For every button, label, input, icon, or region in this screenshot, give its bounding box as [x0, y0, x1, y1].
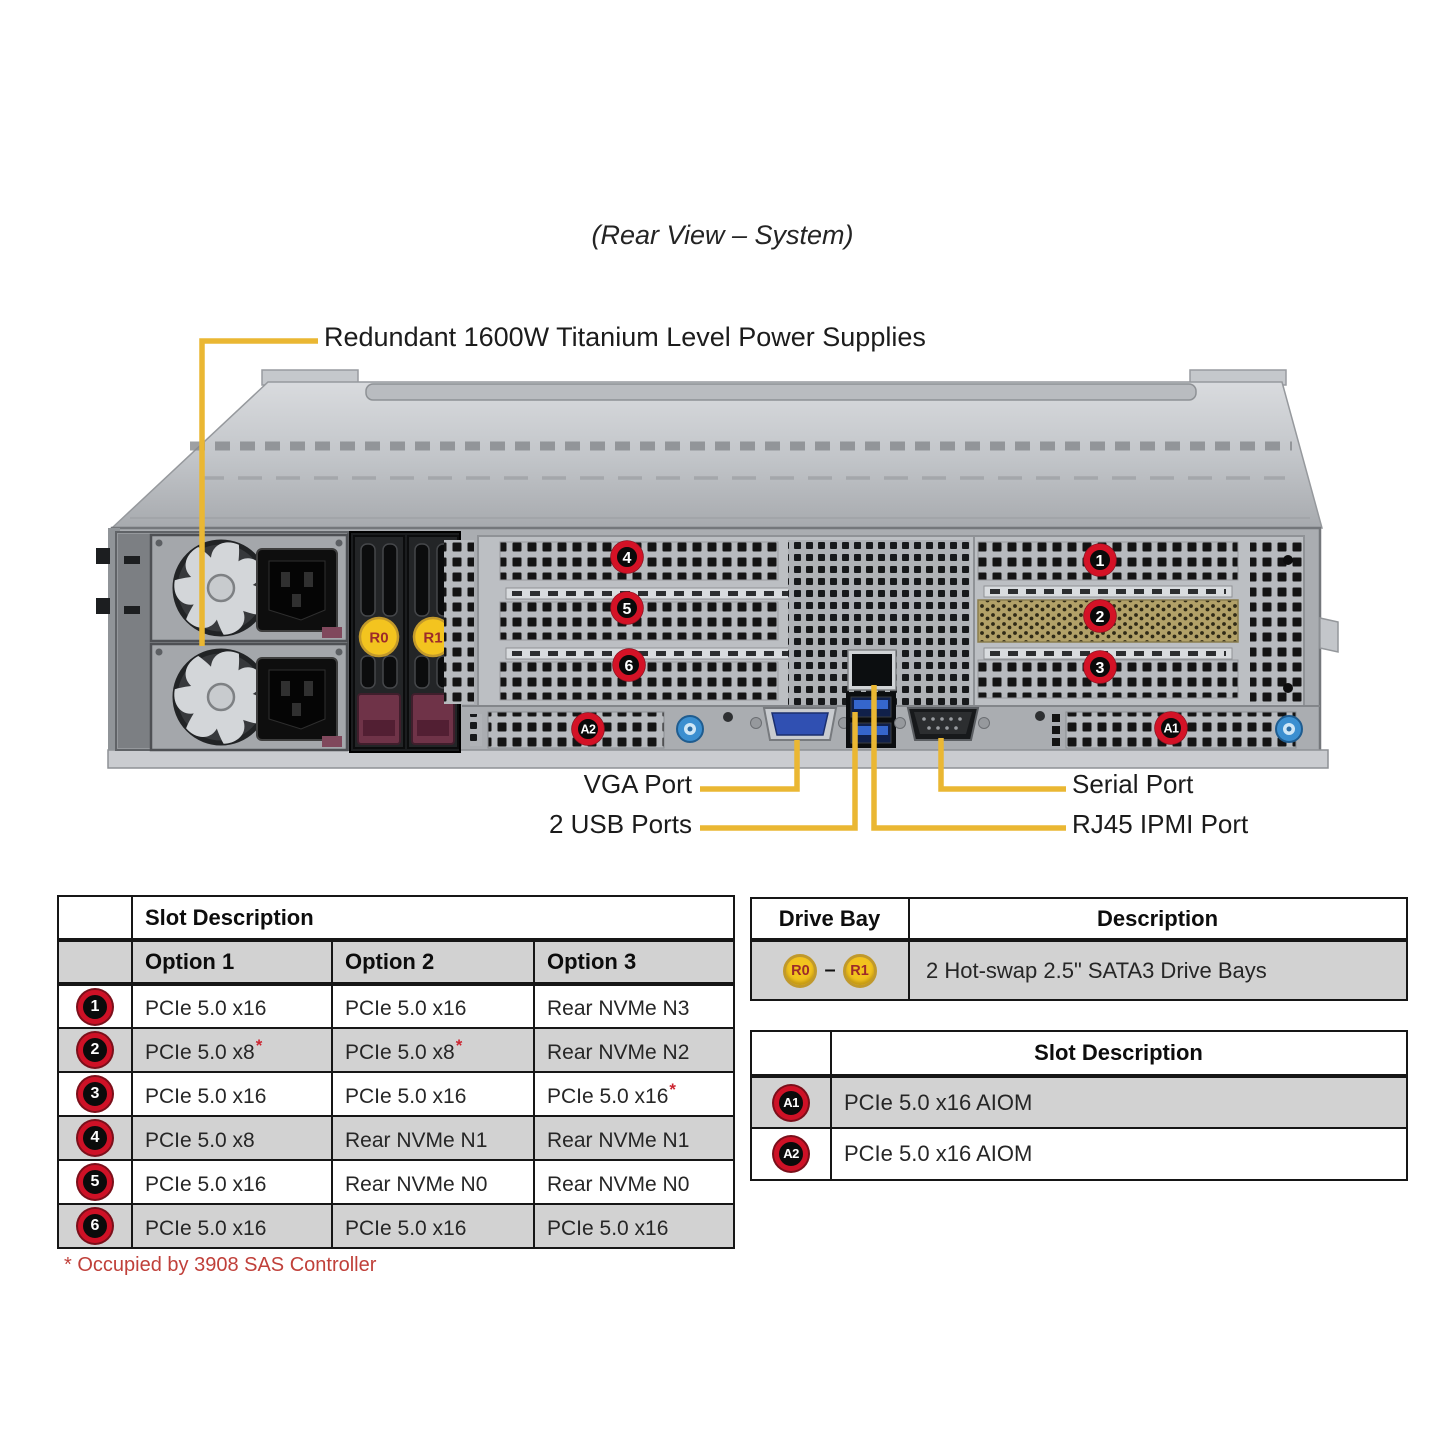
callout-line-serial: [938, 738, 1066, 792]
table-row: A1 PCIe 5.0 x16 AIOM: [750, 1075, 1408, 1129]
svg-text:2: 2: [1096, 609, 1105, 626]
svg-text:A1: A1: [1164, 722, 1180, 736]
svg-text:R0: R0: [369, 629, 388, 646]
callout-slot-1: 1: [1083, 543, 1117, 577]
slot-grid-right: [973, 535, 1305, 707]
callout-slot-4: 4: [610, 540, 644, 574]
col-header-option3: Option 3: [532, 939, 736, 986]
panel-screw: [1035, 711, 1045, 721]
svg-text:6: 6: [625, 658, 634, 675]
table-row: R0–R1 2 Hot-swap 2.5" SATA3 Drive Bays: [750, 939, 1408, 1001]
callout-slot-3: 3: [1083, 650, 1117, 684]
drive-table-header-row: Drive Bay Description: [750, 897, 1408, 942]
callout-slot-5: 5: [610, 591, 644, 625]
usb-ports-label: 2 USB Ports: [548, 809, 692, 839]
slot-badge-5: 5: [78, 1165, 112, 1199]
a2-slot: [470, 711, 665, 749]
slot-badge-3: 3: [78, 1077, 112, 1111]
drive-bay-badge-r1: R1: [842, 953, 877, 988]
server-rear-illustration: R0 R1: [96, 338, 1339, 831]
table-row: 4 PCIe 5.0 x8 Rear NVMe N1 Rear NVMe N1: [57, 1115, 736, 1161]
chassis-lid: [110, 369, 1323, 529]
table-row: 6 PCIe 5.0 x16 PCIe 5.0 x16 PCIe 5.0 x16: [57, 1203, 736, 1249]
table-row: 1 PCIe 5.0 x16 PCIe 5.0 x16 Rear NVMe N3: [57, 983, 736, 1029]
slot-table-option-header-row: Option 1 Option 2 Option 3: [57, 939, 736, 986]
vga-port-label: VGA Port: [583, 769, 692, 799]
psu-top: [151, 534, 347, 641]
serial-port: [894, 707, 990, 741]
slot-badge-6: 6: [78, 1209, 112, 1243]
rear-drive-bays: R0 R1: [349, 531, 461, 753]
table-row: 2 PCIe 5.0 x8* PCIe 5.0 x8* Rear NVMe N2: [57, 1027, 736, 1073]
col-header-drive-bay: Drive Bay: [750, 897, 910, 942]
slot-table-title: Slot Description: [130, 895, 736, 942]
svg-text:A2: A2: [581, 723, 597, 737]
table-row: A2 PCIe 5.0 x16 AIOM: [750, 1127, 1408, 1181]
table-row: 3 PCIe 5.0 x16 PCIe 5.0 x16 PCIe 5.0 x16…: [57, 1071, 736, 1117]
slot-badge-a2: A2: [774, 1137, 808, 1171]
slot-grid-left: [444, 535, 987, 707]
svg-text:3: 3: [1096, 660, 1105, 677]
callout-slot-a1: A1: [1154, 711, 1188, 745]
power-supply-bay: [115, 531, 349, 750]
slot-description-table: Slot Description Option 1 Option 2 Optio…: [57, 895, 736, 1249]
callout-line-rj45: [871, 685, 1066, 831]
col-header-option1: Option 1: [131, 939, 333, 986]
svg-text:4: 4: [623, 550, 632, 567]
callout-line-psu: [199, 338, 318, 646]
col-header-option2: Option 2: [331, 939, 535, 986]
callout-line-usb: [700, 712, 858, 831]
range-dash: –: [824, 959, 836, 981]
table-row: 5 PCIe 5.0 x16 Rear NVMe N0 Rear NVMe N0: [57, 1159, 736, 1205]
aiom-table-title: Slot Description: [830, 1030, 1408, 1078]
drive-bay-description: 2 Hot-swap 2.5" SATA3 Drive Bays: [908, 939, 1408, 1001]
aiom-table-header-row: Slot Description: [750, 1030, 1408, 1078]
serial-port-label: Serial Port: [1072, 769, 1194, 799]
drive-bay-badge-r0: R0: [783, 953, 818, 988]
slot-badge-4: 4: [78, 1121, 112, 1155]
slot-table-title-row: Slot Description: [57, 895, 736, 942]
panel-screw: [723, 712, 733, 722]
drive-badge-r0: R0: [358, 616, 400, 658]
rj45-ipmi-port: [847, 649, 897, 691]
callout-slot-6: 6: [612, 648, 646, 682]
slot-badge-1: 1: [78, 989, 112, 1024]
psu-callout-label: Redundant 1600W Titanium Level Power Sup…: [324, 322, 926, 352]
sas-controller-footnote: * Occupied by 3908 SAS Controller: [64, 1254, 377, 1276]
a1-thumbscrew: [1275, 715, 1303, 743]
aiom-slot-table: Slot Description A1 PCIe 5.0 x16 AIOM A2…: [750, 1030, 1408, 1181]
svg-text:5: 5: [623, 601, 632, 618]
vga-port: [750, 707, 850, 741]
drive-badge-r1: R1: [412, 616, 454, 658]
callout-line-vga: [700, 740, 800, 792]
page-title: (Rear View – System): [591, 220, 854, 250]
drive-bay-table: Drive Bay Description R0–R1 2 Hot-swap 2…: [750, 897, 1408, 1001]
callout-slot-2: 2: [1083, 599, 1117, 633]
callout-slot-a2: A2: [571, 712, 605, 746]
slot-badge-2: 2: [78, 1033, 112, 1067]
psu-bottom: [151, 643, 347, 750]
slot-badge-a1: A1: [774, 1085, 808, 1120]
rj45-ipmi-port-label: RJ45 IPMI Port: [1072, 809, 1249, 839]
a2-thumbscrew: [676, 715, 704, 743]
svg-text:1: 1: [1096, 553, 1105, 570]
svg-text:R1: R1: [423, 629, 442, 646]
col-header-description: Description: [908, 897, 1408, 942]
